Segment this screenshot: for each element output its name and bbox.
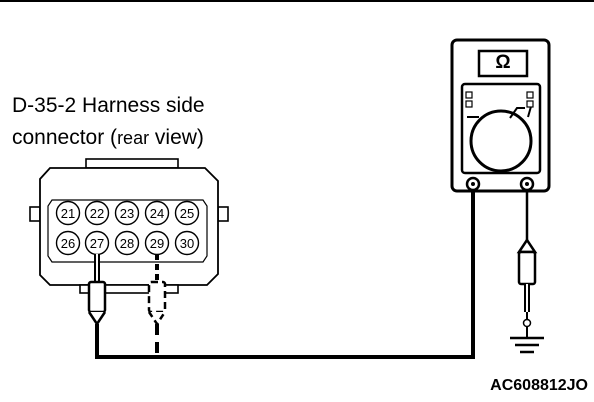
- pin-label-27: 27: [90, 236, 104, 251]
- pin-30: [174, 230, 200, 256]
- pin-row-top: 21 22 23 24 25: [55, 200, 200, 226]
- connector-top-tab: [85, 158, 179, 169]
- probe-pin-29: [147, 254, 240, 359]
- pin-26: [55, 230, 81, 256]
- pin-23: [114, 200, 140, 226]
- pin-25: [174, 200, 200, 226]
- connector-body: [39, 167, 219, 286]
- pin-label-21: 21: [61, 206, 75, 221]
- ohmmeter-display: [477, 49, 529, 78]
- pin-label-24: 24: [150, 206, 164, 221]
- title-prefix: connector (: [12, 126, 118, 149]
- pin-22: [84, 200, 110, 226]
- connector-right-latch: [217, 206, 229, 222]
- ground-icon: [510, 326, 544, 354]
- probe-lead-dashed: [155, 324, 240, 359]
- harness-connector: 21 22 23 24 25 26 27 28 29 30: [29, 158, 229, 294]
- title-suffix: view): [149, 126, 204, 149]
- pin-label-25: 25: [180, 206, 194, 221]
- ground-probe: [516, 190, 538, 328]
- connector-title-line-2: connector (rear view): [12, 126, 204, 150]
- pin-label-26: 26: [61, 236, 75, 251]
- pin-21: [55, 200, 81, 226]
- ohmmeter-dial: [469, 109, 533, 173]
- connector-title-line-1: D-35-2 Harness side: [12, 94, 205, 117]
- pin-label-29: 29: [150, 236, 164, 251]
- ohmmeter: [450, 38, 551, 193]
- connector-bottom-tab: [79, 284, 179, 294]
- pin-28: [114, 230, 140, 256]
- pin-label-22: 22: [90, 206, 104, 221]
- diagram-id: AC608812JO: [490, 377, 588, 394]
- connector-left-latch: [29, 206, 41, 222]
- pin-label-23: 23: [120, 206, 134, 221]
- probe-lead-solid: [95, 185, 475, 359]
- ohm-symbol: Ω: [495, 52, 511, 73]
- pin-24: [144, 200, 170, 226]
- title-rear: rear: [117, 128, 150, 148]
- pin-group-outline: [47, 199, 208, 263]
- pin-label-28: 28: [120, 236, 134, 251]
- pin-label-30: 30: [180, 236, 194, 251]
- probe-pin-27: [87, 185, 475, 359]
- pin-row-bottom: 26 27 28 29 30: [55, 230, 200, 256]
